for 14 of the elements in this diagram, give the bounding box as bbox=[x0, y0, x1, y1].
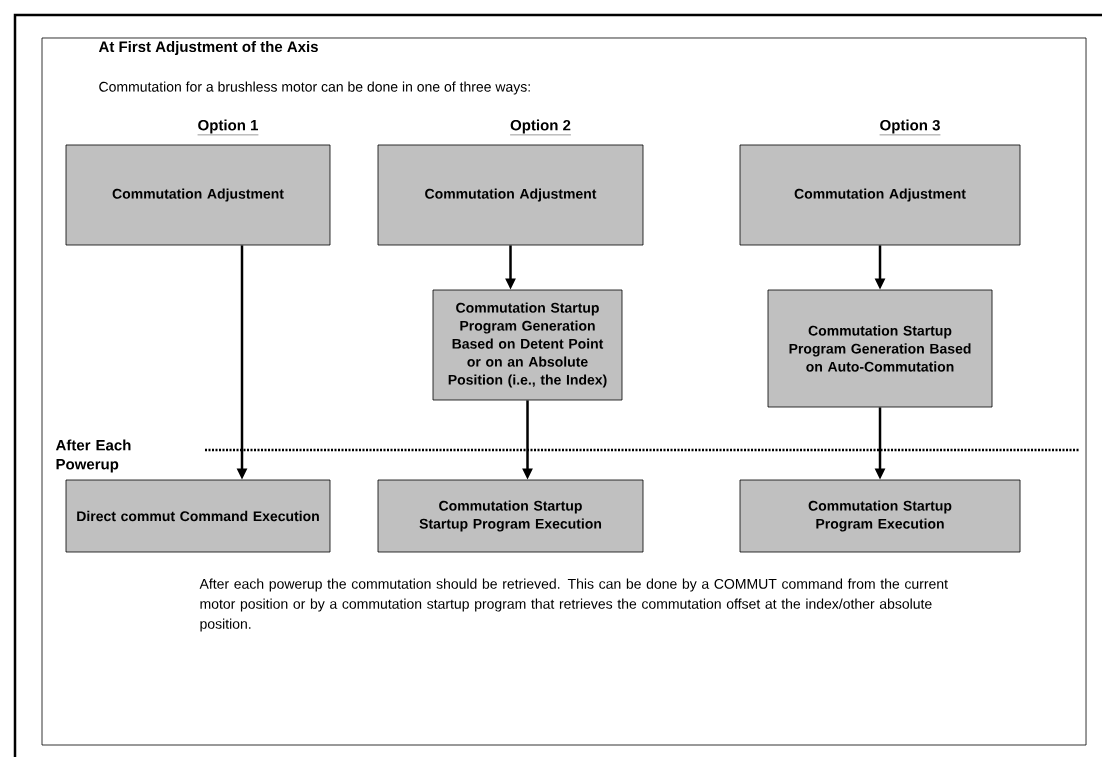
option-heading: Option 3 bbox=[879, 119, 941, 136]
note-text: After each powerup the commutation should be retrieved. This can be done by a COMMUT command from the current motor position or by a commutation startup program that retrieves the commutation offset at the index/other absolute position. bbox=[199, 578, 948, 632]
process-box: Commutation Startup Program Generation Based on Detent Point or on an Absolute Position (i.e., the Index) bbox=[432, 289, 623, 401]
option-heading: Option 1 bbox=[197, 119, 259, 136]
process-box: Commutation Adjustment bbox=[377, 144, 644, 246]
process-box: Commutation Startup Program Execution bbox=[739, 479, 1021, 553]
process-box: Commutation Adjustment bbox=[65, 144, 331, 246]
title: At First Adjustment of the Axis bbox=[98, 41, 318, 55]
process-box: Commutation Startup Program Generation Based on Auto-Commutation bbox=[767, 289, 993, 408]
process-box: Commutation Adjustment bbox=[739, 144, 1021, 246]
option-heading: Option 2 bbox=[509, 119, 572, 136]
process-box: Direct commut Command Execution bbox=[65, 479, 331, 553]
intro-text: Commutation for a brushless motor can be done in one of three ways: bbox=[99, 81, 530, 95]
process-box: Commutation Startup Startup Program Execution bbox=[377, 479, 644, 553]
